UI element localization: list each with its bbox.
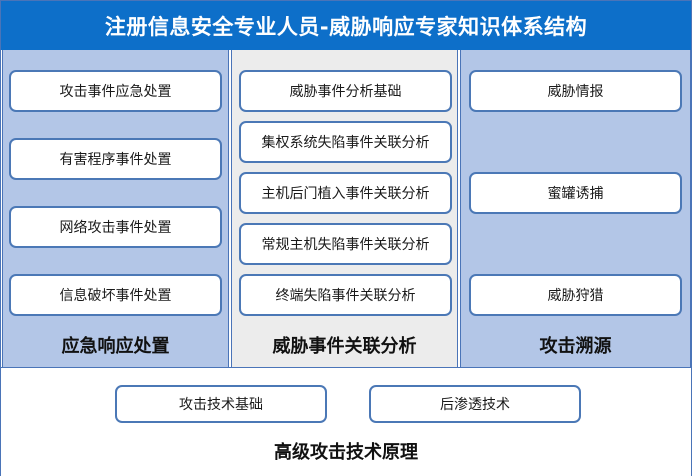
box-attack-technique-basics[interactable]: 攻击技术基础 (115, 385, 327, 423)
column-emergency-response: 攻击事件应急处置 有害程序事件处置 网络攻击事件处置 信息破坏事件处置 应急响应… (2, 50, 229, 367)
column-label-attack-tracing: 攻击溯源 (539, 336, 612, 357)
box-network-attack-response[interactable]: 网络攻击事件处置 (9, 206, 222, 248)
diagram-title: 注册信息安全专业人员-威胁响应专家知识体系结构 (1, 1, 691, 50)
box-regular-host-compromise[interactable]: 常规主机失陷事件关联分析 (239, 223, 452, 265)
box-threat-intelligence[interactable]: 威胁情报 (469, 70, 682, 112)
column-label-emergency-response: 应急响应处置 (61, 336, 170, 357)
box-endpoint-compromise[interactable]: 终端失陷事件关联分析 (239, 274, 452, 316)
section-advanced-attack-techniques: 攻击技术基础 后渗透技术 高级攻击技术原理 (1, 367, 691, 476)
box-threat-analysis-basics[interactable]: 威胁事件分析基础 (239, 70, 452, 112)
box-honeypot[interactable]: 蜜罐诱捕 (469, 172, 682, 214)
box-information-destruction-response[interactable]: 信息破坏事件处置 (9, 274, 222, 316)
box-host-backdoor-implant[interactable]: 主机后门植入事件关联分析 (239, 172, 452, 214)
box-centralized-system-compromise[interactable]: 集权系统失陷事件关联分析 (239, 121, 452, 163)
box-attack-incident-response[interactable]: 攻击事件应急处置 (9, 70, 222, 112)
column-label-threat-correlation: 威胁事件关联分析 (272, 336, 417, 357)
section-label-advanced-attack-techniques: 高级攻击技术原理 (274, 442, 418, 463)
column-threat-correlation: 威胁事件分析基础 集权系统失陷事件关联分析 主机后门植入事件关联分析 常规主机失… (231, 50, 458, 367)
box-malware-incident-response[interactable]: 有害程序事件处置 (9, 138, 222, 180)
box-threat-hunting[interactable]: 威胁狩猎 (469, 274, 682, 316)
column-attack-tracing: 威胁情报 蜜罐诱捕 威胁狩猎 攻击溯源 (460, 50, 691, 367)
box-post-exploitation[interactable]: 后渗透技术 (369, 385, 581, 423)
